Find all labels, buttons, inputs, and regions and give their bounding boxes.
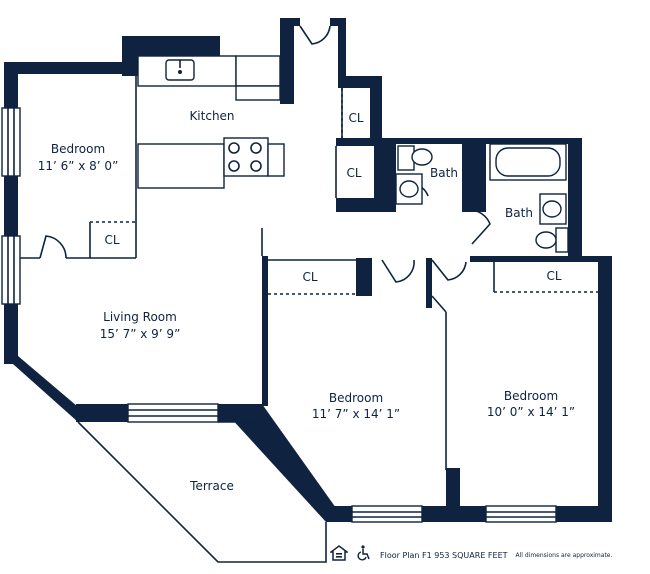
- floor-plan-caption: Floor Plan F1 953 SQUARE FEET: [380, 550, 508, 560]
- windows: [1, 107, 557, 523]
- bedroom-right-name: Bedroom: [504, 389, 558, 403]
- closet-label-mid-bedroom: CL: [302, 270, 317, 284]
- closet-label-left: CL: [104, 233, 119, 247]
- dimensions-note: All dimensions are approximate.: [515, 551, 613, 559]
- living-room-name: Living Room: [103, 310, 177, 324]
- floor-plan-footer: Floor Plan F1 953 SQUARE FEET All dimens…: [328, 544, 613, 566]
- bedroom-left-name: Bedroom: [51, 142, 105, 156]
- bedroom-mid-dims: 11’ 7” x 14’ 1”: [312, 407, 400, 421]
- closet-label-kitchen-1: CL: [348, 111, 363, 125]
- bath-2-name: Bath: [505, 206, 533, 220]
- equal-housing-icon: [328, 545, 350, 565]
- bedroom-mid-name: Bedroom: [329, 391, 383, 405]
- kitchen-name: Kitchen: [189, 109, 234, 123]
- closet-label-kitchen-2: CL: [346, 166, 361, 180]
- bath-1-name: Bath: [430, 166, 458, 180]
- bedroom-left-dims: 11’ 6” x 8’ 0”: [38, 159, 119, 173]
- interior-lines: [18, 25, 598, 563]
- wheelchair-accessible-icon: [356, 545, 372, 565]
- closet-label-right-bedroom: CL: [546, 269, 561, 283]
- exterior-walls: [4, 18, 612, 522]
- living-room-dims: 15’ 7” x 9’ 9”: [100, 327, 181, 341]
- bedroom-right-dims: 10’ 0” x 14’ 1”: [487, 405, 575, 419]
- terrace-name: Terrace: [189, 479, 234, 493]
